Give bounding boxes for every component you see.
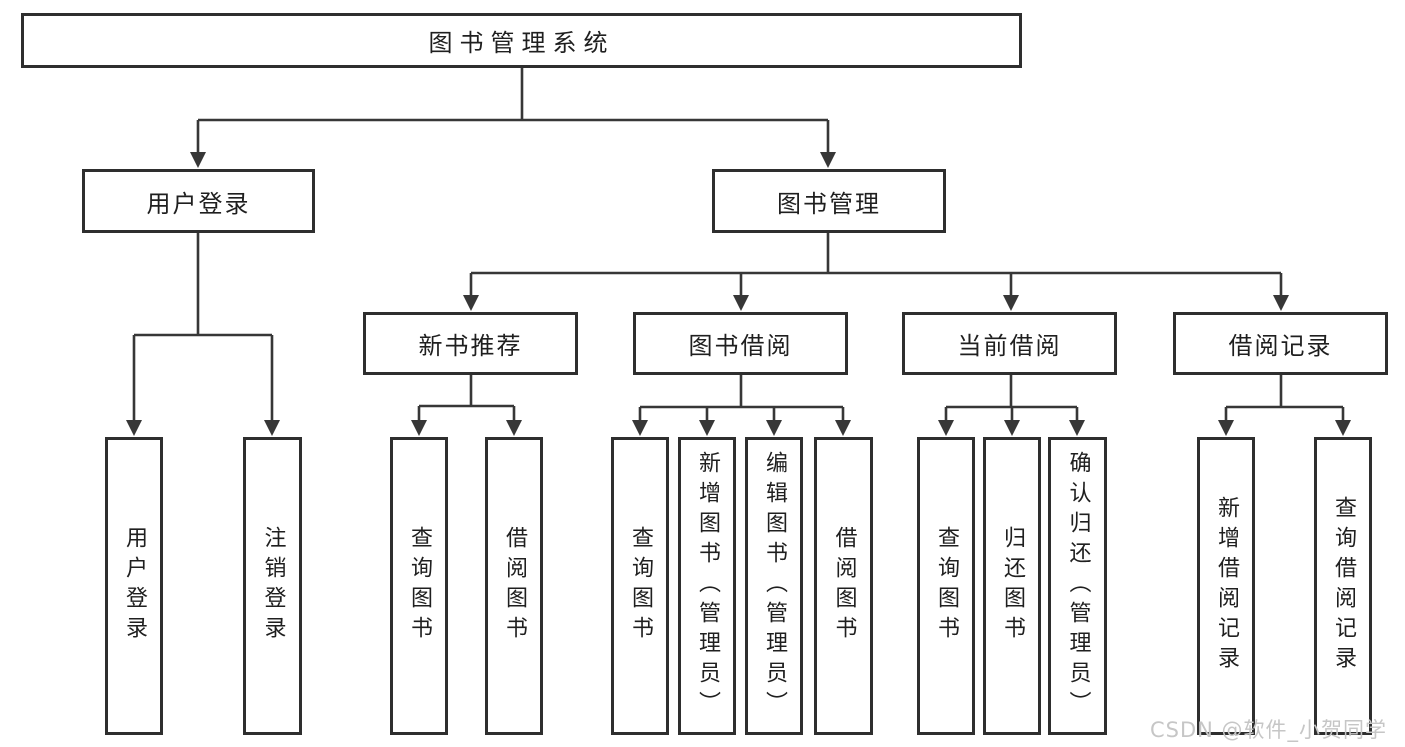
leaf-confirm-return-admin: 确认归还（管理员）	[1048, 437, 1107, 735]
node-root-system: 图书管理系统	[21, 13, 1022, 68]
leaf-query-borrow-record: 查询借阅记录	[1314, 437, 1372, 735]
leaf-confirm-return-admin-label: 确认归还（管理员）	[1065, 451, 1091, 721]
node-current-borrowing-label: 当前借阅	[957, 332, 1062, 360]
leaf-recommend-borrow-books-label: 借阅图书	[502, 526, 527, 646]
leaf-add-books-admin: 新增图书（管理员）	[678, 437, 736, 735]
leaf-add-books-admin-label: 新增图书（管理员）	[695, 451, 720, 721]
node-borrow-records-label: 借阅记录	[1228, 332, 1333, 360]
leaf-query-borrow-record-label: 查询借阅记录	[1331, 496, 1356, 676]
leaf-current-query-books-label: 查询图书	[934, 526, 959, 646]
leaf-borrow-books: 借阅图书	[814, 437, 873, 735]
leaf-borrow-books-label: 借阅图书	[831, 526, 857, 646]
node-book-management: 图书管理	[712, 169, 946, 233]
node-new-book-recommend: 新书推荐	[363, 312, 578, 375]
leaf-add-borrow-record-label: 新增借阅记录	[1214, 496, 1239, 676]
leaf-recommend-query-books-label: 查询图书	[407, 526, 432, 646]
leaf-edit-books-admin: 编辑图书（管理员）	[745, 437, 803, 735]
leaf-return-books-label: 归还图书	[1000, 526, 1025, 646]
leaf-borrow-query-books-label: 查询图书	[628, 526, 653, 646]
csdn-watermark: CSDN @软件_小贺同学	[1150, 718, 1388, 742]
node-current-borrowing: 当前借阅	[902, 312, 1117, 375]
leaf-current-query-books: 查询图书	[917, 437, 975, 735]
node-book-borrowing: 图书借阅	[633, 312, 848, 375]
leaf-logout: 注销登录	[243, 437, 302, 735]
leaf-add-borrow-record: 新增借阅记录	[1197, 437, 1255, 735]
leaf-user-login: 用户登录	[105, 437, 163, 735]
node-root-label: 图书管理系统	[428, 29, 615, 57]
node-user-login-label: 用户登录	[146, 189, 251, 218]
leaf-recommend-borrow-books: 借阅图书	[485, 437, 543, 735]
leaf-recommend-query-books: 查询图书	[390, 437, 448, 735]
node-book-management-label: 图书管理	[777, 189, 881, 218]
leaf-edit-books-admin-label: 编辑图书（管理员）	[762, 451, 787, 721]
leaf-logout-label: 注销登录	[260, 526, 286, 646]
node-borrow-records: 借阅记录	[1173, 312, 1388, 375]
tree-edges	[132, 68, 1345, 421]
leaf-return-books: 归还图书	[983, 437, 1041, 735]
leaf-borrow-query-books: 查询图书	[611, 437, 669, 735]
node-book-borrowing-label: 图书借阅	[688, 332, 793, 360]
node-user-login: 用户登录	[82, 169, 315, 233]
node-new-book-recommend-label: 新书推荐	[418, 332, 523, 360]
leaf-user-login-label: 用户登录	[122, 526, 147, 646]
